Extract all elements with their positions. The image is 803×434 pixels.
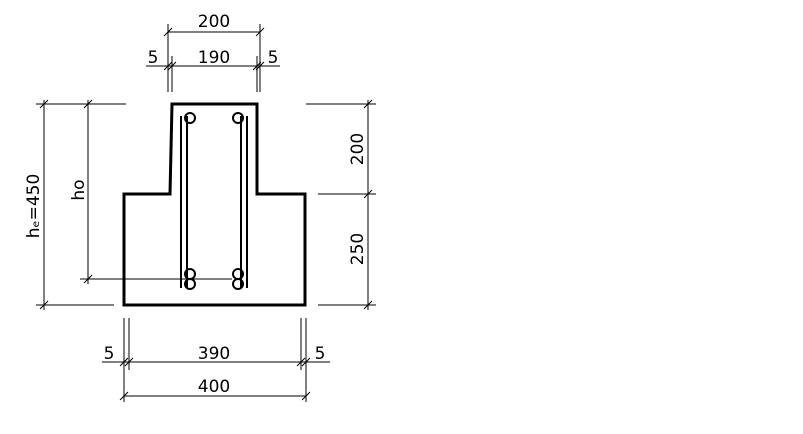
left-dimension-ho: ho — [69, 99, 232, 284]
dim-top-cover-right: 5 — [268, 48, 279, 68]
dim-right-upper: 200 — [348, 133, 368, 165]
dim-bottom-total: 400 — [198, 377, 230, 397]
stirrup-left — [180, 112, 196, 290]
dim-right-lower: 250 — [348, 233, 368, 265]
section-outline — [122, 102, 307, 307]
top-dimension-190: 5 190 5 — [146, 48, 280, 92]
dim-top-cover-left: 5 — [148, 48, 159, 68]
right-dimension-chain: 200 250 — [306, 99, 376, 310]
top-dimension-200: 200 — [163, 12, 265, 92]
dim-bottom-cover-right: 5 — [315, 344, 326, 364]
bottom-dimension-400: 400 — [119, 377, 311, 401]
dim-effective-depth: ho — [69, 179, 89, 200]
bottom-dimension-390: 5 390 5 — [102, 318, 330, 402]
dim-top-inner: 190 — [198, 48, 230, 68]
dim-top-total: 200 — [198, 12, 230, 32]
left-dimension-total: hₑ=450 — [24, 99, 126, 310]
dim-bottom-cover-left: 5 — [104, 344, 115, 364]
stirrup-right — [232, 112, 248, 290]
dim-left-total: hₑ=450 — [24, 174, 44, 239]
dim-bottom-inner: 390 — [198, 344, 230, 364]
